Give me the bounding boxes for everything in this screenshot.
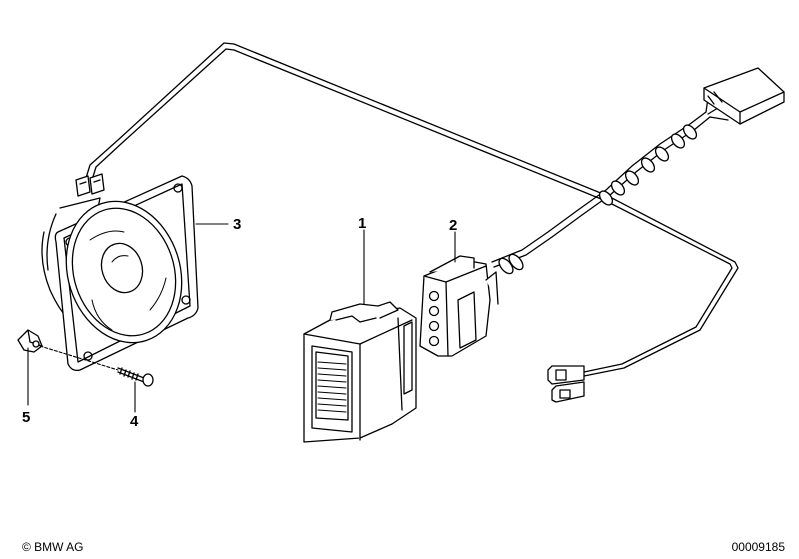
copyright-notice: © BMW AG (22, 540, 84, 554)
cable-end-connectors (547, 365, 585, 403)
callout-part-5: 5 (22, 409, 30, 426)
callout-leaders (27, 223, 456, 413)
callout-part-2: 2 (449, 217, 457, 234)
switch-housing (303, 301, 417, 443)
diagram-number: 00009185 (731, 540, 785, 554)
screw (117, 367, 154, 387)
assembly-line (39, 345, 119, 371)
harness-sleeves (498, 124, 698, 275)
control-unit-box (703, 67, 785, 125)
callout-part-3: 3 (233, 216, 241, 233)
vent-slats (317, 361, 347, 413)
speaker (41, 175, 199, 372)
speaker-plug-connectors (75, 173, 105, 197)
harness-connector (419, 255, 499, 357)
clip-nut (17, 329, 43, 353)
callout-part-1: 1 (358, 215, 366, 232)
callout-part-4: 4 (130, 413, 139, 430)
